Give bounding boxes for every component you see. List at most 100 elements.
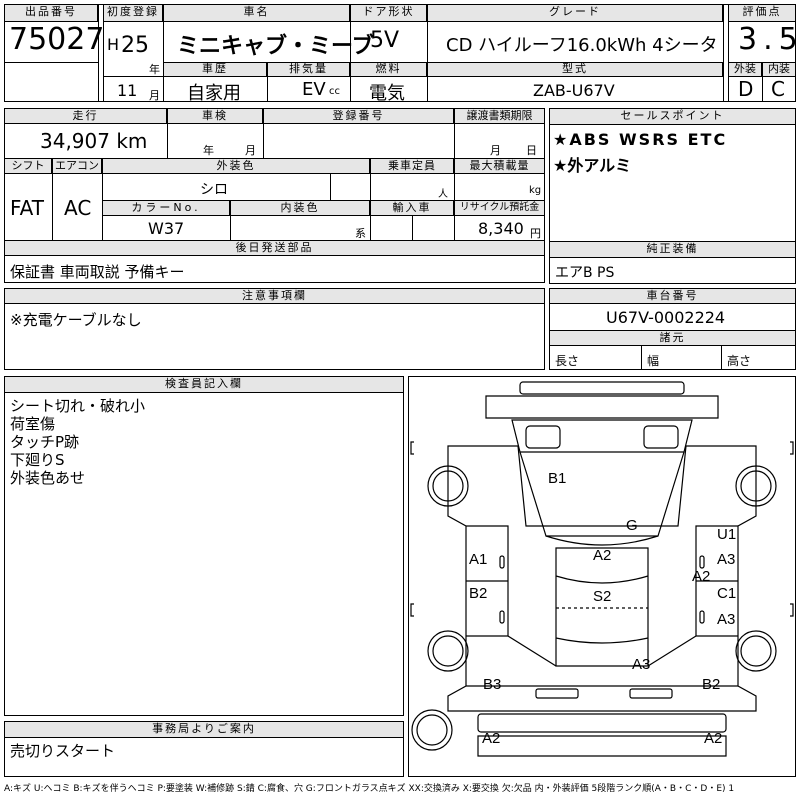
exterior-grade: D	[738, 77, 754, 101]
length-label: 長さ	[555, 354, 580, 368]
mark-s2: S2	[593, 588, 612, 605]
sales-point-2: ★外アルミ	[553, 156, 632, 175]
damage-diagram	[408, 376, 796, 777]
exterior-label: 外装	[728, 62, 762, 77]
transfer-day-unit: 日	[526, 144, 537, 157]
grade: CD ハイルーフ16.0kWh 4シータ	[446, 35, 718, 56]
notes-label: 注意事項欄	[4, 288, 545, 304]
recycle-label: リサイクル預託金	[454, 200, 545, 216]
int-color-unit: 系	[355, 227, 366, 240]
shift-label: シフト	[4, 158, 52, 174]
mark-b1: B1	[548, 470, 567, 487]
recycle-unit: 円	[530, 227, 541, 240]
model-label: 型式	[427, 62, 723, 77]
color-label: 外装色	[102, 158, 370, 174]
mark-a1: A1	[469, 551, 488, 568]
max-load-label: 最大積載量	[454, 158, 545, 174]
dims-label: 諸元	[549, 330, 796, 346]
interior-grade: C	[771, 77, 785, 101]
ac-value: AC	[64, 196, 92, 220]
chassis-number: U67V-0002224	[606, 308, 726, 327]
grade-label: グレード	[427, 4, 723, 22]
mark-a2-bumper-right: A2	[704, 730, 723, 747]
mark-a3-rear: A3	[632, 656, 651, 673]
mark-u1: U1	[717, 526, 737, 543]
reg-number-label: 登録番号	[263, 108, 454, 124]
color-no-label: カラーNo.	[102, 200, 230, 216]
vehicle-outline	[410, 381, 794, 757]
lot-label: 出品番号	[4, 4, 98, 22]
inspection-year-unit: 年	[203, 144, 214, 157]
capacity-unit: 人	[438, 189, 448, 200]
history-value: 自家用	[187, 83, 241, 104]
transfer-deadline-label: 譲渡書類期限	[454, 108, 545, 124]
mark-a3-right-lower: A3	[717, 611, 736, 628]
inspector-label: 検査員記入欄	[4, 376, 404, 393]
fuel-label: 燃料	[350, 62, 427, 77]
ac-label: エアコン	[52, 158, 102, 174]
sales-point-1: ★ABS WSRS ETC	[553, 130, 728, 149]
notes-value: ※充電ケーブルなし	[10, 311, 142, 329]
genuine-equipment-label: 純正装備	[549, 241, 796, 258]
mark-a2-bumper-left: A2	[482, 730, 501, 747]
mark-b3: B3	[483, 676, 502, 693]
color-value: シロ	[200, 182, 228, 198]
inspector-line-2: 荷室傷	[10, 415, 56, 433]
car-name: ミニキャブ・ミーブ	[177, 34, 374, 59]
inspector-line-4: 下廻りS	[10, 451, 65, 469]
car-name-label: 車名	[163, 4, 350, 22]
damage-legend: A:キズ U:ヘコミ B:キズを伴うヘコミ P:要塗装 W:補修跡 S:錆 C:…	[4, 784, 735, 794]
inspection-month-unit: 月	[245, 144, 256, 157]
mileage-value: 34,907 km	[40, 129, 148, 153]
genuine-equipment-value: エアB PS	[555, 265, 615, 281]
shift-value: FAT	[10, 196, 45, 220]
fuel-value: 電気	[369, 83, 405, 104]
mark-b2-right: B2	[702, 676, 721, 693]
score-label: 評価点	[728, 4, 796, 22]
height-label: 高さ	[727, 354, 752, 368]
inspection-label: 車検	[167, 108, 263, 124]
lot-number: 75027	[9, 22, 105, 57]
month-unit: 月	[149, 89, 160, 102]
recycle-fee: 8,340	[478, 219, 524, 238]
later-parts-label: 後日発送部品	[4, 240, 545, 256]
mark-b2-left: B2	[469, 585, 488, 602]
width-label: 幅	[647, 354, 660, 368]
door-type: 5V	[370, 28, 400, 53]
inspector-line-3: タッチP跡	[10, 433, 80, 451]
capacity-label: 乗車定員	[370, 158, 454, 174]
year-unit: 年	[149, 63, 160, 76]
later-parts-value: 保証書 車両取説 予備キー	[10, 263, 185, 281]
inspector-panel	[4, 376, 404, 716]
inspector-line-1: シート切れ・破れ小	[10, 397, 146, 415]
sales-points-label: セールスポイント	[549, 108, 796, 125]
score-value: 3.5	[738, 22, 800, 57]
color-no-value: W37	[148, 219, 185, 238]
transfer-month-unit: 月	[490, 144, 501, 157]
mark-g: G	[626, 517, 638, 534]
chassis-label: 車台番号	[549, 288, 796, 304]
mark-c1: C1	[717, 585, 737, 602]
import-label: 輸入車	[370, 200, 454, 216]
mark-a3-right-upper: A3	[717, 551, 736, 568]
mileage-label: 走行	[4, 108, 167, 124]
mark-a2-center: A2	[593, 547, 612, 564]
model-value: ZAB-U67V	[533, 81, 615, 100]
first-reg-label: 初度登録	[103, 4, 163, 22]
reg-year: 25	[121, 33, 149, 58]
int-color-label: 内装色	[230, 200, 370, 216]
load-unit: kg	[529, 185, 542, 196]
displacement-label: 排気量	[267, 62, 350, 77]
interior-label: 内装	[762, 62, 796, 77]
inspector-line-5: 外装色あせ	[10, 469, 86, 487]
door-label: ドア形状	[350, 4, 427, 22]
office-value: 売切りスタート	[10, 742, 116, 760]
history-label: 車歴	[163, 62, 267, 77]
reg-month: 11	[117, 81, 138, 100]
mark-a2-right: A2	[692, 568, 711, 585]
later-parts-box	[4, 255, 545, 283]
era: H	[107, 35, 120, 54]
displacement-unit: cc	[329, 86, 340, 97]
office-label: 事務局よりご案内	[4, 721, 404, 738]
displacement-value: EV	[302, 79, 326, 100]
